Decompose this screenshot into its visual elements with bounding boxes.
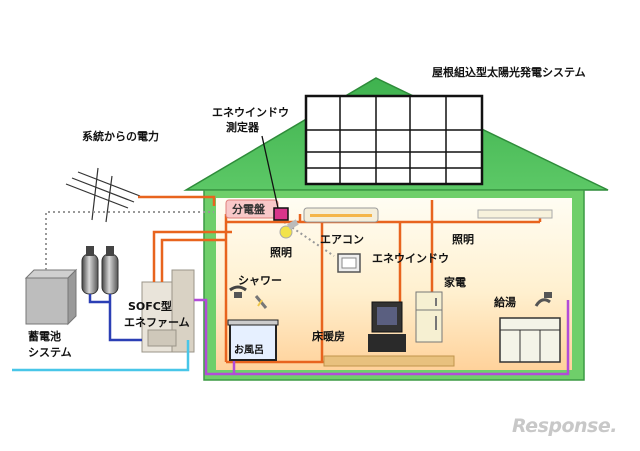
sofc-label-line2: エネファーム (124, 316, 190, 329)
gas-cylinders (82, 246, 118, 294)
lighting-left-label: 照明 (270, 246, 292, 259)
hot-water-label: 給湯 (494, 296, 516, 309)
ceiling-light-right (478, 210, 552, 218)
bath-label: お風呂 (234, 344, 264, 357)
lighting-right-label: 照明 (452, 233, 474, 246)
response-watermark: Response. (512, 415, 617, 437)
solar-system-label: 屋根組込型太陽光発電システム (432, 66, 586, 79)
kitchen-cabinet (500, 318, 560, 362)
sofc-label-line1: SOFC型 (128, 300, 172, 313)
ene-window-display (338, 254, 360, 272)
monitor-device-label-line1: エネウインドウ (212, 106, 289, 119)
distribution-board-label: 分電盤 (232, 203, 265, 216)
ene-window-meter (274, 208, 288, 220)
shower-label: シャワー (238, 274, 282, 287)
monitor-device-label-line2: 測定器 (226, 121, 259, 134)
solar-panel (306, 96, 482, 184)
battery-label-line1: 蓄電池 (28, 330, 61, 343)
appliances-label: 家電 (444, 276, 466, 289)
air-conditioner (304, 208, 378, 222)
grid-power-label: 系統からの電力 (82, 130, 159, 143)
aircon-label: エアコン (320, 233, 364, 246)
power-pole-icon (66, 168, 140, 222)
ene-window-label: エネウインドウ (372, 252, 449, 265)
battery-label-line2: システム (28, 346, 72, 359)
refrigerator (416, 292, 442, 342)
floor-heating-label: 床暖房 (312, 330, 345, 343)
floor-heating-panel (324, 356, 454, 366)
battery-storage-unit (26, 270, 76, 324)
television (368, 302, 406, 352)
